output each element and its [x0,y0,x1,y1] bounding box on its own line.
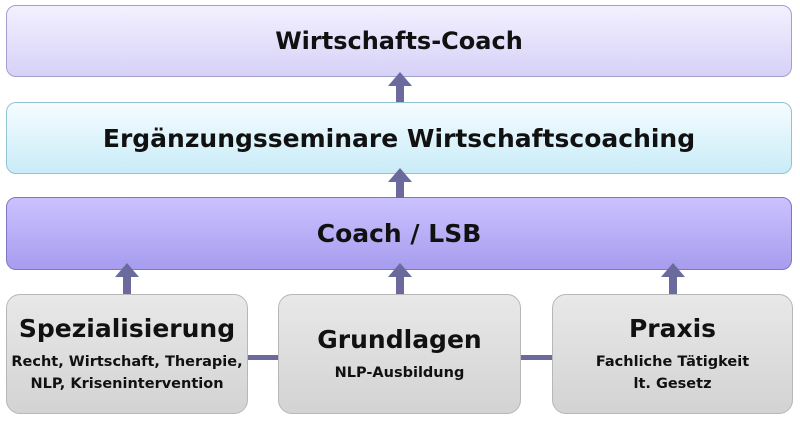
arrow-up-icon [388,168,412,198]
level-wirtschafts-coach: Wirtschafts-Coach [6,5,792,77]
foundation-box-praxis: Praxis Fachliche Tätigkeit lt. Gesetz [552,294,793,414]
connector-line [247,355,279,360]
box-title: Grundlagen [317,324,482,354]
foundation-box-spezialisierung: Spezialisierung Recht, Wirtschaft, Thera… [6,294,248,414]
arrow-up-icon [388,72,412,102]
level-label: Wirtschafts-Coach [275,27,523,55]
box-title: Praxis [628,313,717,343]
box-line: NLP-Ausbildung [334,364,465,381]
foundation-box-grundlagen: Grundlagen NLP-Ausbildung [278,294,521,414]
box-line: Fachliche Tätigkeit [595,353,750,370]
connector-line [520,355,553,360]
box-line: NLP, Krisenintervention [30,375,224,392]
level-ergaenzungsseminare: Ergänzungsseminare Wirtschaftscoaching [6,102,792,174]
level-label: Ergänzungsseminare Wirtschaftscoaching [102,123,696,153]
box-line: Recht, Wirtschaft, Therapie, [11,353,243,370]
arrow-up-icon [115,263,139,295]
arrow-up-icon [661,263,685,295]
box-line: lt. Gesetz [633,375,712,392]
arrow-up-icon [388,263,412,295]
level-label: Coach / LSB [316,219,482,248]
level-coach-lsb: Coach / LSB [6,197,792,270]
box-title: Spezialisierung [18,313,236,343]
